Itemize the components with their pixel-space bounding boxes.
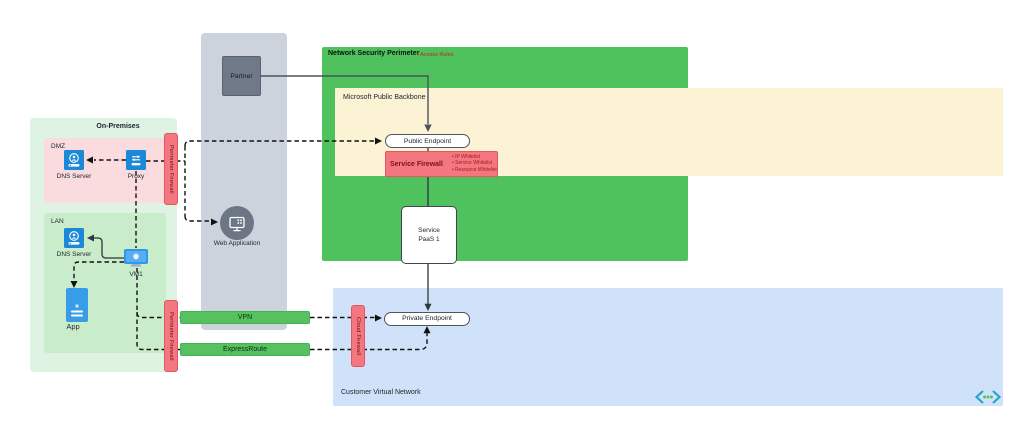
network-security-perimeter-title: Network Security Perimeter [328,50,420,57]
service-paas-line1: Service [418,227,440,234]
service-firewall-rule: • IP Whitelist [452,153,481,160]
web-application-label: Web Application [213,240,261,247]
partner-node: Partner [222,56,261,96]
expressroute-label: ExpressRoute [223,346,267,353]
on-premises-label: On-Premises [96,123,140,130]
web-application-icon [220,206,254,245]
service-paas-node: Service PaaS 1 [401,206,457,264]
customer-virtual-network-label: Customer Virtual Network [341,389,421,396]
public-endpoint-node: Public Endpoint [385,134,470,148]
service-firewall-rule: • Service Whitelist [452,160,493,167]
perimeter-firewall-bottom: Perimeter Firewall [164,300,178,372]
dmz-region [44,138,166,203]
dns-server-lan-label: DNS Server [56,251,92,258]
service-paas-line2: PaaS 1 [418,236,440,243]
virtual-machine-icon [124,249,148,273]
dns-server-icon [64,150,84,175]
cloud-firewall: Cloud Firewall [351,305,365,367]
lan-label: LAN [51,218,64,225]
service-firewall-rule: • Resource Whitelist [452,166,497,173]
private-endpoint-node: Private Endpoint [384,312,470,326]
perimeter-firewall-top: Perimeter Firewall [164,133,178,205]
dns-server-icon [64,228,84,253]
service-firewall-rules: • IP Whitelist • Service Whitelist • Res… [452,154,497,174]
access-rules-note: • Access Rules [417,51,454,58]
expressroute-link: ExpressRoute [180,343,310,356]
vpn-link: VPN [180,311,310,324]
dns-server-dmz-label: DNS Server [56,173,92,180]
cloud-firewall-label: Cloud Firewall [355,316,361,356]
customer-virtual-network-region [333,288,1003,406]
private-endpoint-label: Private Endpoint [402,315,452,323]
proxy-label: Proxy [127,173,145,180]
perimeter-firewall-bottom-label: Perimeter Firewall [168,311,174,361]
vpn-label: VPN [237,314,253,321]
service-firewall [385,151,498,177]
dmz-label: DMZ [51,143,66,150]
vm1-label: VM1 [129,271,143,278]
app-label: App [66,322,80,331]
virtual-network-icon [973,389,1003,410]
partner-label: Partner [230,72,253,80]
perimeter-firewall-top-label: Perimeter Firewall [168,144,174,194]
app-server-icon [66,288,88,327]
microsoft-public-backbone-label: Microsoft Public Backbone [343,94,426,101]
proxy-icon [126,150,146,175]
public-endpoint-label: Public Endpoint [403,137,452,145]
service-firewall-label: Service Firewall [390,160,443,168]
